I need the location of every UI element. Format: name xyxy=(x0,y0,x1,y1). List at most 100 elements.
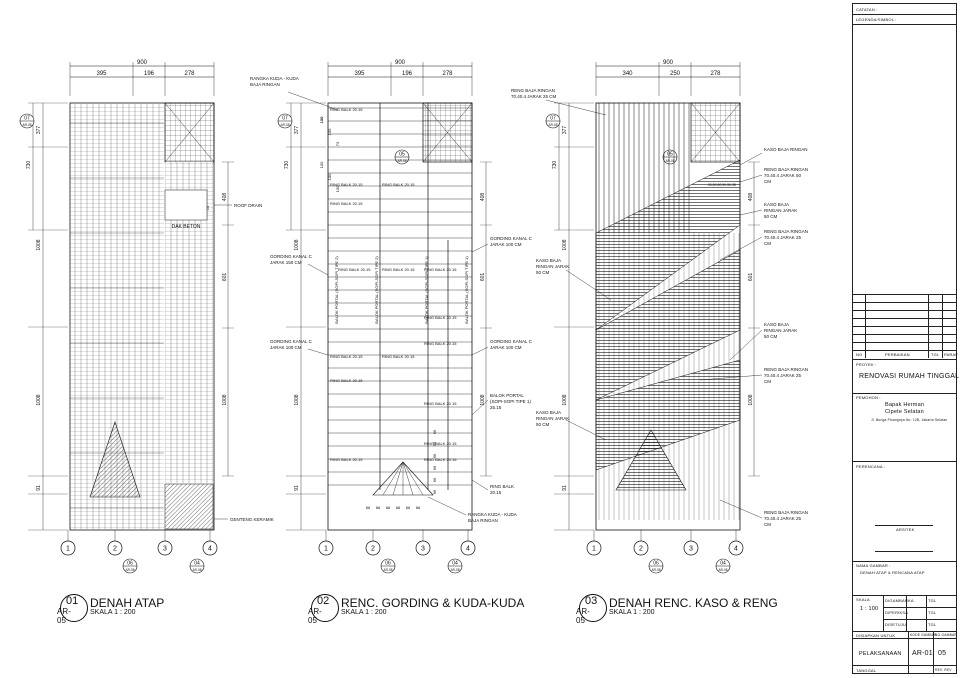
leader xyxy=(699,374,763,381)
grid-mark-1 xyxy=(60,540,76,556)
col-line xyxy=(926,595,927,631)
ceramic-tile-area xyxy=(164,483,214,530)
dim-total: 900 xyxy=(663,60,674,66)
dim-bottom: 66 xyxy=(416,505,421,510)
reng4-label: RENG BAJA RINGAN xyxy=(764,510,808,515)
nama-gambar: DENAH ATAP & RENCANA ATAP xyxy=(860,570,925,575)
kaso4-label: 50 CM xyxy=(764,334,778,339)
catatan-label: CATATAN : xyxy=(856,7,878,12)
dim-part: 278 xyxy=(710,71,721,77)
kaso5-label: 50 CM xyxy=(536,422,550,427)
rangka-bottom-label: RANGKA KUDA - KUDA xyxy=(468,512,517,517)
grid-mark-4-label: 4 xyxy=(734,546,738,553)
dim-side: 66 xyxy=(432,441,437,446)
row-line xyxy=(853,638,956,639)
dim-left: 1008 xyxy=(562,239,568,250)
rev-col-line xyxy=(865,294,866,358)
kaso3-label: RINGAN JARAK xyxy=(536,264,569,269)
section-mark-05-num: 05 xyxy=(667,152,673,158)
leader xyxy=(739,152,763,166)
divider xyxy=(853,595,956,596)
leader xyxy=(719,236,763,261)
ring-balk-label: RING BALK 20.15 xyxy=(330,201,363,206)
ring-balk-label: RING BALK 20.15 xyxy=(330,182,363,187)
dim-left: 377 xyxy=(36,126,42,135)
truss-member xyxy=(392,461,404,496)
pelaksanaan: PELAKSANAAN xyxy=(859,651,902,657)
grid-mark-3 xyxy=(157,540,173,556)
dim-total: 900 xyxy=(137,60,148,66)
reng4-label: CM xyxy=(764,522,771,527)
dim-total: 900 xyxy=(395,60,406,66)
kaso1-label: KASO BAJA RINGAN xyxy=(764,147,808,152)
dim-bottom: 66 xyxy=(376,505,381,510)
rev-header-no: NO xyxy=(856,352,863,357)
dim-side: 66 xyxy=(432,465,437,470)
caption-number: 03 xyxy=(585,595,598,607)
rangka-top-label: RANGKA KUDA - KUDA xyxy=(250,76,299,81)
gording150-label: GORDING KANAL C xyxy=(270,254,313,259)
gording100c-label: JARAK 100 CM xyxy=(490,345,522,350)
section-mark-05-code: AR-08 xyxy=(397,159,406,163)
dim-right: 601 xyxy=(748,273,754,282)
dim-right: 1008 xyxy=(748,394,754,405)
caption-scale: SKALA 1 : 200 xyxy=(341,609,387,616)
kode-gambar-value: AR-01 xyxy=(912,650,933,657)
section-mark-06-num: 06 xyxy=(653,561,659,567)
reng2-label: 70.40.4 JARAK 25 xyxy=(764,235,802,240)
kaso5-label: RINGAN JARAK xyxy=(536,416,569,421)
caption-circle xyxy=(60,594,88,622)
leader xyxy=(471,399,489,416)
dim-part: 196 xyxy=(144,71,155,77)
row-line xyxy=(853,665,956,666)
kaso4-label: KASO BAJA xyxy=(764,322,789,327)
leader xyxy=(471,346,489,356)
skala-label: SKALA xyxy=(856,597,870,602)
dim-right: 408 xyxy=(748,193,754,202)
revision-table xyxy=(853,294,956,358)
leader xyxy=(307,263,329,276)
gable-roof xyxy=(89,421,141,498)
caption-circle xyxy=(311,594,339,622)
leader xyxy=(307,348,329,356)
kaso3-label: KASO BAJA xyxy=(536,258,561,263)
caption-scale: SKALA 1 : 200 xyxy=(609,609,655,616)
gording100c-label: GORDING KANAL C xyxy=(490,339,533,344)
pemohon-address: Jl. Bunga Pisangnya No. 12B, Jakarta Sel… xyxy=(871,418,948,422)
row-line xyxy=(883,607,956,608)
section-mark-04-num: 04 xyxy=(194,561,200,567)
dim-part: 196 xyxy=(402,71,413,77)
roof-drain-label: ROOF DRAIN xyxy=(234,203,262,208)
dim-col: 100 xyxy=(327,173,332,180)
section-mark-04-num: 04 xyxy=(720,561,726,567)
dim-part: 395 xyxy=(96,71,107,77)
reng2-label: RENG BAJA RINGAN xyxy=(764,229,808,234)
digambar-label: DIGAMBAR xyxy=(885,598,908,603)
dim-small: 30,50,50,50,50,38 xyxy=(708,183,736,187)
dim-part: 395 xyxy=(354,71,365,77)
grid-mark-4-label: 4 xyxy=(208,546,212,553)
section-mark-06-code: AR-08 xyxy=(125,568,134,572)
dim-col: 100 xyxy=(335,185,340,192)
ring-balk-b-label: RING BALK xyxy=(490,484,514,489)
tanggal-label: TANGGAL xyxy=(856,668,877,673)
leader xyxy=(565,419,607,441)
section-mark-05-num: 05 xyxy=(399,152,405,158)
gording100b-label: JARAK 100 CM xyxy=(490,242,522,247)
grid-mark-4-label: 4 xyxy=(466,546,470,553)
ring-balk-label: RING BALK 20.15 xyxy=(382,354,415,359)
col-line xyxy=(933,631,934,673)
ring-balk-label: RING BALK 20.15 xyxy=(424,457,457,462)
title-block: CATATAN : LEGENDA/SIMBOL : NO PERBAIKAN … xyxy=(852,3,959,674)
section-mark-04-code: AR-08 xyxy=(450,568,459,572)
reng-band-1 xyxy=(595,159,741,331)
truss-member xyxy=(402,461,414,496)
dim-part: 340 xyxy=(622,71,633,77)
dim-col: 100 xyxy=(319,116,324,123)
grid-mark-1-label: 1 xyxy=(592,546,596,553)
void-diagonal xyxy=(164,102,215,163)
